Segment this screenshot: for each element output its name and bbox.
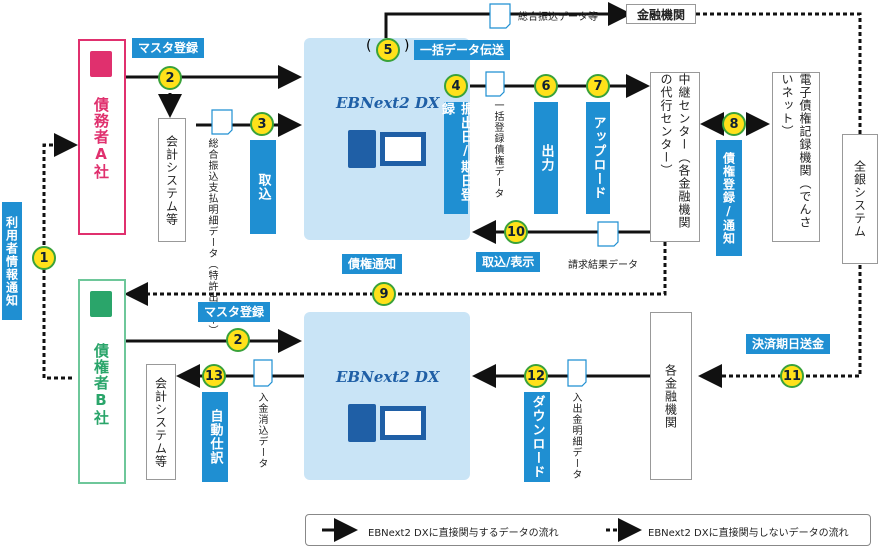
upload-label: アップロード [586,102,610,214]
combined-transfer-data: 総合振込データ等 [518,12,598,23]
step-5-bracket-open: ( [366,38,372,54]
monitor-icon [380,132,426,166]
step-3-badge: 3 [250,112,274,136]
import-label: 取込 [250,140,276,234]
document-icon [211,109,233,135]
document-icon [597,221,619,247]
step-2b-badge: 2 [226,328,250,352]
building-icon [90,291,112,317]
step-13-badge: 13 [202,364,226,388]
electronic-registry: 電子債権記録機関（でんさいネット） [772,72,820,242]
document-icon [489,3,511,29]
settlement-label: 決済期日送金 [746,334,831,354]
computer-icon [348,130,376,168]
legend-dotted: EBNext2 DXに直接関与しないデータの流れ [648,528,849,539]
step-9-badge: 9 [372,282,396,306]
result-data: 請求結果データ [568,260,638,271]
bulk-transfer-label: 一括データ伝送 [414,40,511,60]
step-5-bracket-close: ) [404,38,410,54]
step-2-badge: 2 [158,66,182,90]
computer-icon [348,404,376,442]
document-icon [485,71,505,97]
step-5-badge: 5 [376,38,400,62]
step-6-badge: 6 [534,74,558,98]
legend: EBNext2 DXに直接関与するデータの流れ EBNext2 DXに直接関与し… [305,514,871,546]
step-10-badge: 10 [504,220,528,244]
credit-notice-label: 債権通知 [342,254,403,274]
deposit-data: 入金消込データ [256,392,267,469]
monitor-icon [380,406,426,440]
product-logo-top: EBNext2 DX [336,94,440,112]
zengin-system: 全銀システム [842,134,878,264]
master-registration-top: マスタ登録 [132,38,205,58]
step-1-badge: 1 [32,246,56,270]
debtor-label: 債務者A社 [92,97,110,180]
step-12-badge: 12 [524,364,548,388]
download-label: ダウンロード [524,392,550,482]
step-8-badge: 8 [722,112,746,136]
creditor-card: 債権者B社 [78,279,126,484]
legend-solid: EBNext2 DXに直接関与するデータの流れ [368,528,559,539]
bank-top: 金融機関 [626,4,696,24]
creditor-label: 債権者B社 [92,343,110,426]
bulk-registration-data: 一括登録債権データ [492,100,503,199]
ebnext-panel-bottom [304,312,470,480]
auto-journal-label: 自動仕訳 [202,392,228,482]
banks-bottom: 各金融機関 [650,312,692,480]
payment-detail-data: 総合振込支払明細データ（特許出願中） [206,138,217,336]
accounting-system-top: 会計システム等 [158,118,186,242]
document-icon [567,359,587,387]
output-label: 出力 [534,102,558,214]
issue-date-registration: 振出日/期日登録 [439,102,473,214]
user-info-notice: 利用者情報通知 [2,202,22,320]
import-display-label: 取込/表示 [476,252,541,272]
relay-center: 中継センター（各金融機関の代行センター） [650,72,700,242]
master-registration-bottom: マスタ登録 [198,302,271,322]
credit-registration-label: 債権登録/通知 [716,140,742,256]
step-11-badge: 11 [780,364,804,388]
step-4-badge: 4 [444,74,468,98]
product-logo-bottom: EBNext2 DX [336,368,440,386]
step-7-badge: 7 [586,74,610,98]
building-icon [90,51,112,77]
debtor-card: 債務者A社 [78,39,126,235]
accounting-system-bottom: 会計システム等 [146,364,176,480]
io-detail-data: 入出金明細データ [570,392,581,480]
document-icon [253,359,273,387]
